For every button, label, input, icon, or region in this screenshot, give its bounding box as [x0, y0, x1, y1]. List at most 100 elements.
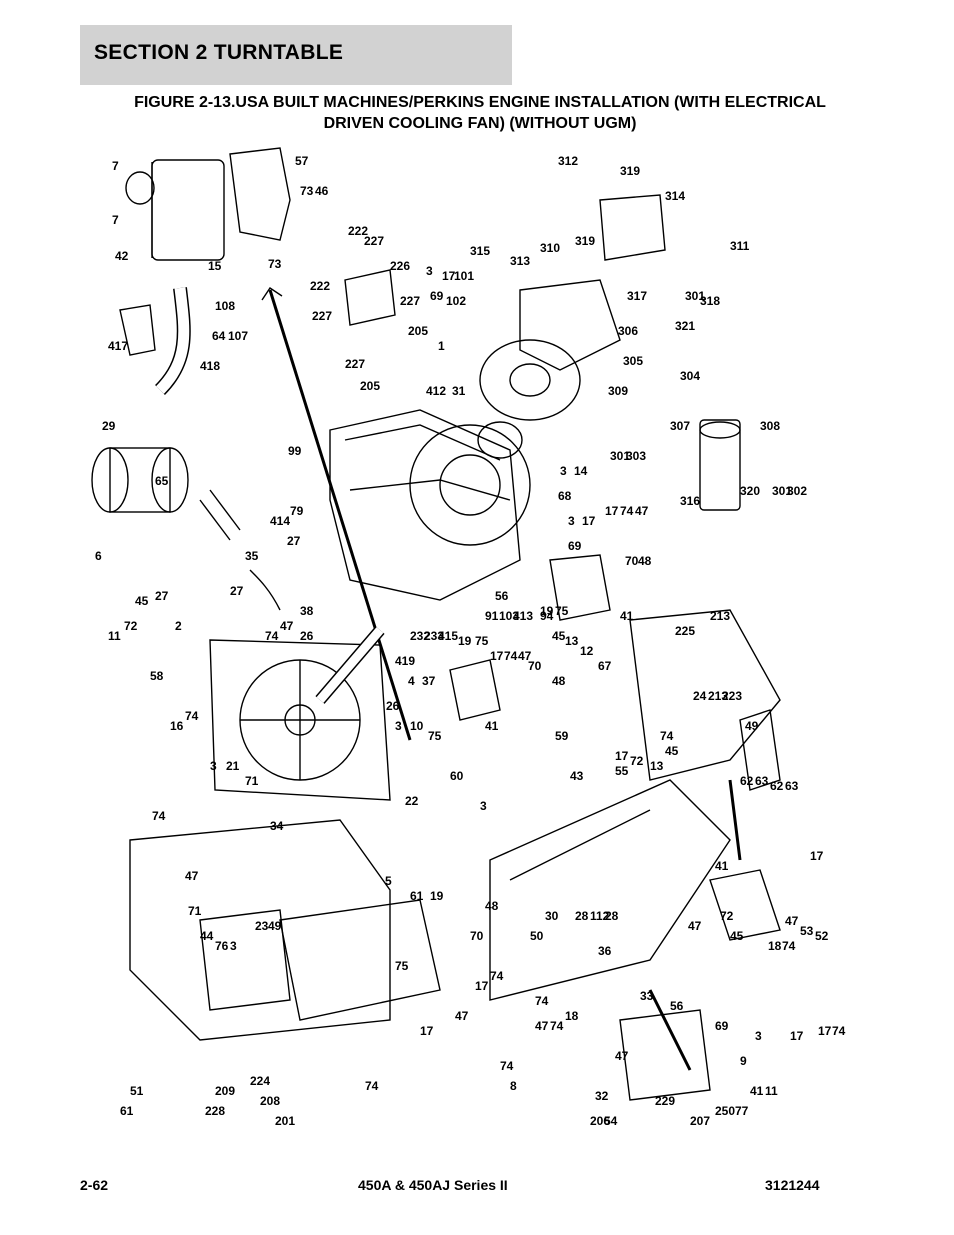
callout: 28	[605, 909, 619, 923]
callout: 419	[395, 654, 415, 668]
callout: 14	[574, 464, 588, 478]
callout: 48	[552, 674, 566, 688]
callout: 250	[715, 1104, 735, 1118]
callout: 43	[570, 769, 584, 783]
callout: 41	[715, 859, 729, 873]
callout: 13	[565, 634, 579, 648]
callout: 71	[245, 774, 259, 788]
section-header: SECTION 2 TURNTABLE	[80, 25, 512, 85]
callout: 73	[268, 257, 282, 271]
callout: 41	[485, 719, 499, 733]
callout: 7	[112, 159, 119, 173]
callout: 41	[750, 1084, 764, 1098]
callout: 28	[575, 909, 589, 923]
callout: 301	[772, 484, 792, 498]
callout: 19	[540, 604, 554, 618]
callout: 65	[155, 474, 169, 488]
callout: 208	[260, 1094, 280, 1108]
document-number: 3121244	[765, 1177, 820, 1193]
callout: 72	[720, 909, 734, 923]
callout: 72	[630, 754, 644, 768]
callout: 229	[655, 1094, 675, 1108]
callout: 3	[568, 514, 575, 528]
callout: 47	[785, 914, 799, 928]
callout: 48	[638, 554, 652, 568]
callout: 47	[518, 649, 532, 663]
callout: 12	[580, 644, 594, 658]
callout: 60	[450, 769, 464, 783]
callout: 74	[500, 1059, 514, 1073]
callout: 314	[665, 189, 685, 203]
callout: 206	[590, 1114, 610, 1128]
callout: 307	[670, 419, 690, 433]
callout: 3	[210, 759, 217, 773]
callout: 75	[555, 604, 569, 618]
callout: 27	[155, 589, 169, 603]
callout: 47	[615, 1049, 629, 1063]
callout: 108	[215, 299, 235, 313]
callout: 31	[452, 384, 466, 398]
callout: 7	[112, 213, 119, 227]
callout: 50	[530, 929, 544, 943]
callout: 102	[446, 294, 466, 308]
callout: 312	[558, 154, 578, 168]
callout: 19	[458, 634, 472, 648]
callout: 17	[420, 1024, 434, 1038]
callout: 69	[715, 1019, 729, 1033]
callout: 9	[740, 1054, 747, 1068]
callout: 91	[485, 609, 499, 623]
callout: 53	[800, 924, 814, 938]
callout: 224	[250, 1074, 270, 1088]
callout: 3	[395, 719, 402, 733]
callout: 11	[765, 1084, 778, 1098]
callout: 6	[95, 549, 102, 563]
callout: 45	[135, 594, 149, 608]
callout: 303	[626, 449, 646, 463]
callout: 69	[430, 289, 444, 303]
callout: 305	[623, 354, 643, 368]
callout: 107	[228, 329, 248, 343]
callout: 304	[680, 369, 700, 383]
figure-title-line-2: DRIVEN COOLING FAN) (WITHOUT UGM)	[323, 115, 637, 132]
callout: 103	[499, 609, 519, 623]
callout: 301	[610, 449, 630, 463]
callout: 2	[175, 619, 182, 633]
callout: 306	[618, 324, 638, 338]
callout: 201	[275, 1114, 295, 1128]
callout: 412	[426, 384, 446, 398]
callout: 3	[560, 464, 567, 478]
callout: 27	[230, 584, 244, 598]
callout: 19	[430, 889, 444, 903]
callout: 45	[552, 629, 566, 643]
callout: 227	[345, 357, 365, 371]
callout: 233	[424, 629, 444, 643]
callout: 318	[700, 294, 720, 308]
callout: 26	[386, 699, 400, 713]
callout: 228	[205, 1104, 225, 1118]
callout: 3	[755, 1029, 762, 1043]
callout: 57	[295, 154, 309, 168]
callout: 47	[280, 619, 294, 633]
callout: 59	[555, 729, 569, 743]
callout: 56	[495, 589, 509, 603]
callout: 77	[735, 1104, 749, 1118]
callout: 213	[708, 689, 728, 703]
callout: 75	[395, 959, 409, 973]
callout: 11	[108, 629, 121, 643]
callout: 42	[115, 249, 129, 263]
callout: 1	[438, 339, 445, 353]
callout: 74	[365, 1079, 379, 1093]
callout: 205	[408, 324, 428, 338]
callout: 205	[360, 379, 380, 393]
callout: 37	[422, 674, 436, 688]
callout: 232	[410, 629, 430, 643]
callout: 33	[640, 989, 654, 1003]
callout: 64	[212, 329, 226, 343]
callout: 223	[722, 689, 742, 703]
callout: 319	[620, 164, 640, 178]
callout: 70	[470, 929, 484, 943]
callout: 21	[226, 759, 240, 773]
callout: 17	[615, 749, 629, 763]
callout: 17	[605, 504, 619, 518]
callout: 29	[102, 419, 116, 433]
